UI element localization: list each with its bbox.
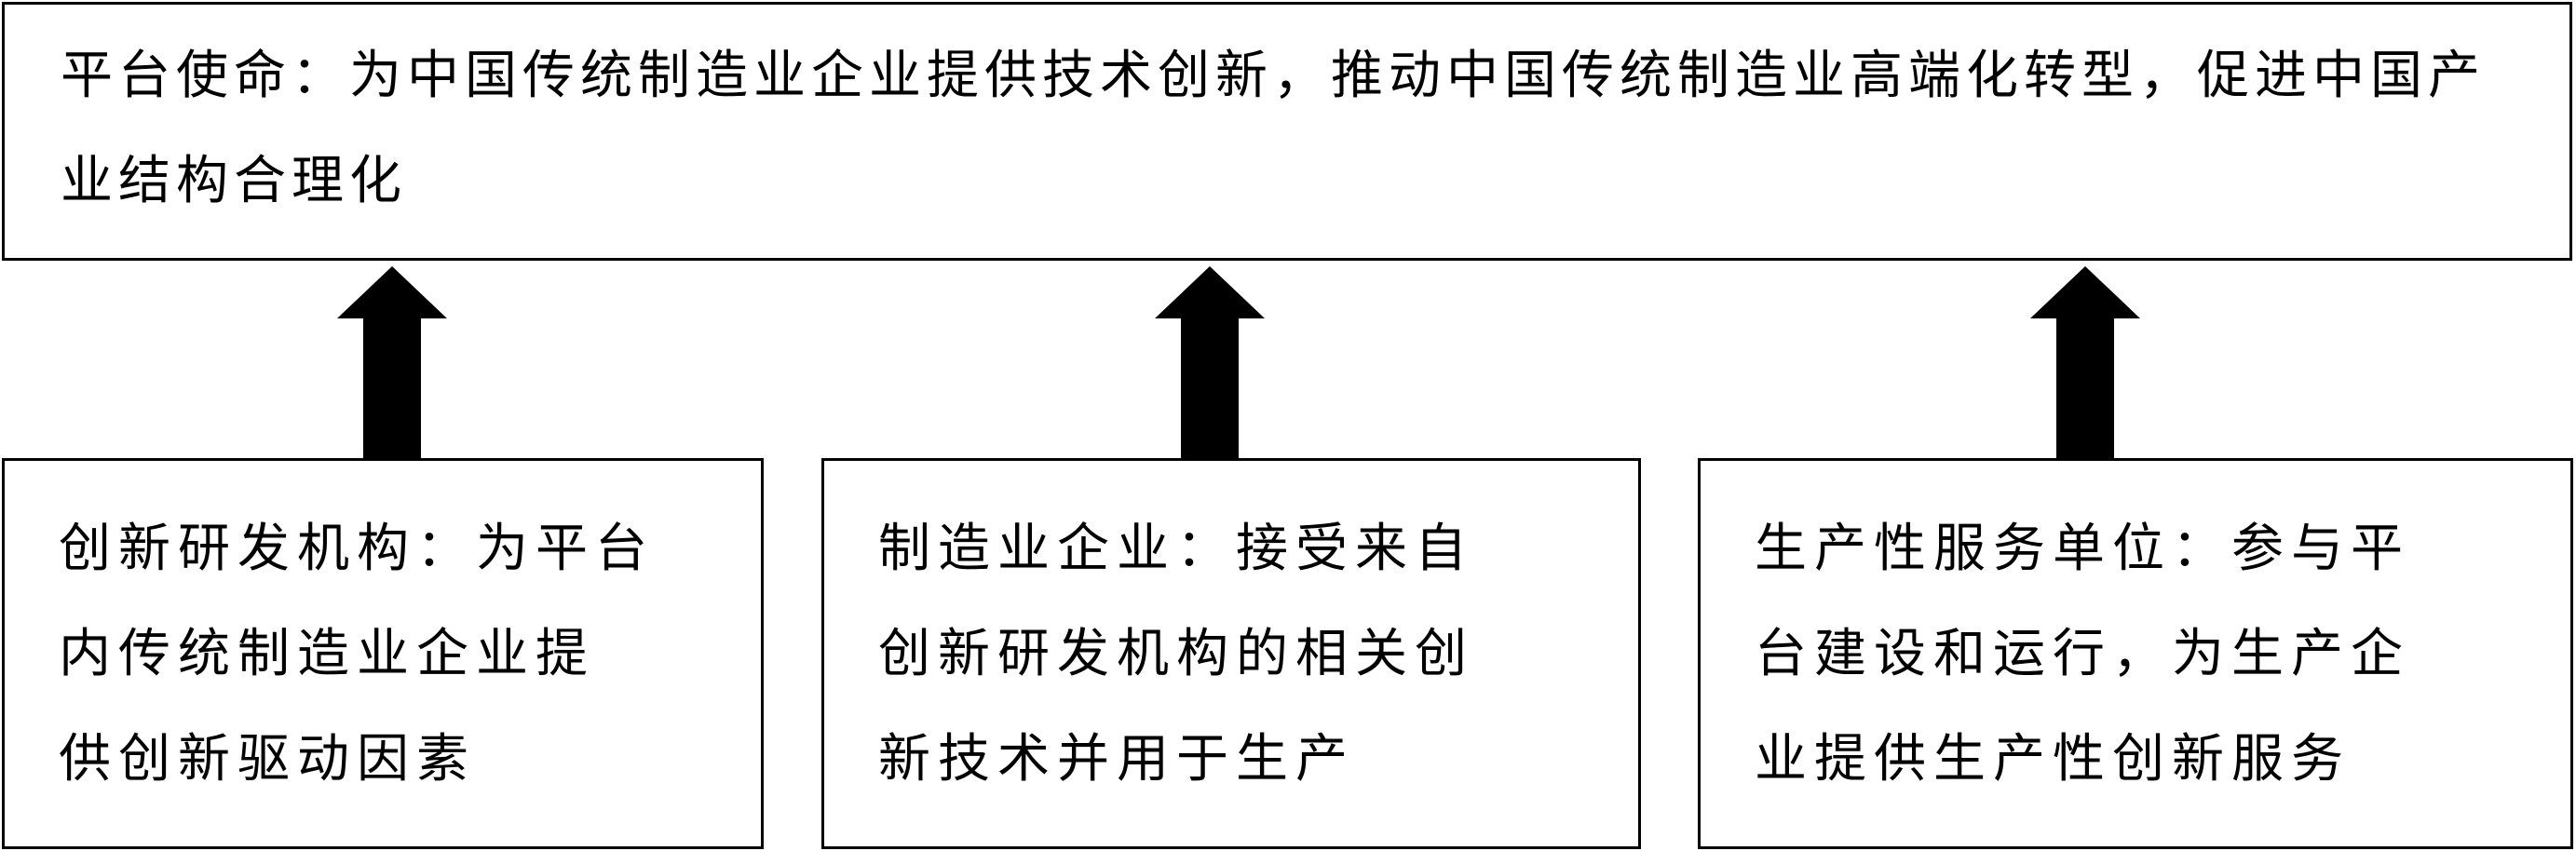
rd-institution-text: 创新研发机构：为平台 内传统制造业企业提 供创新驱动因素 xyxy=(59,496,655,812)
service-unit-text: 生产性服务单位：参与平 台建设和运行，为生产企 业提供生产性创新服务 xyxy=(1755,496,2410,812)
up-arrow-icon-1 xyxy=(337,266,447,458)
rd-institution-line-3: 供创新驱动因素 xyxy=(59,729,476,790)
up-arrow-icon-3 xyxy=(2030,266,2140,458)
manufacturer-box: 制造业企业：接受来自 创新研发机构的相关创 新技术并用于生产 xyxy=(821,458,1641,849)
manufacturer-line-1: 制造业企业：接受来自 xyxy=(878,519,1474,579)
service-unit-line-3: 业提供生产性创新服务 xyxy=(1755,729,2351,790)
rd-institution-line-2: 内传统制造业企业提 xyxy=(59,624,595,684)
platform-mission-box: 平台使命：为中国传统制造业企业提供技术创新，推动中国传统制造业高端化转型，促进中… xyxy=(2,2,2572,261)
up-arrow-icon-2 xyxy=(1155,266,1265,458)
service-unit-line-1: 生产性服务单位：参与平 xyxy=(1755,519,2410,579)
rd-institution-line-1: 创新研发机构：为平台 xyxy=(59,519,655,579)
service-unit-line-2: 台建设和运行，为生产企 xyxy=(1755,624,2410,684)
manufacturer-line-2: 创新研发机构的相关创 xyxy=(878,624,1474,684)
manufacturer-line-3: 新技术并用于生产 xyxy=(878,729,1355,790)
manufacturer-text: 制造业企业：接受来自 创新研发机构的相关创 新技术并用于生产 xyxy=(878,496,1474,812)
platform-mission-text: 平台使命：为中国传统制造业企业提供技术创新，推动中国传统制造业高端化转型，促进中… xyxy=(61,46,2486,211)
service-unit-box: 生产性服务单位：参与平 台建设和运行，为生产企 业提供生产性创新服务 xyxy=(1698,458,2573,849)
rd-institution-box: 创新研发机构：为平台 内传统制造业企业提 供创新驱动因素 xyxy=(2,458,764,849)
